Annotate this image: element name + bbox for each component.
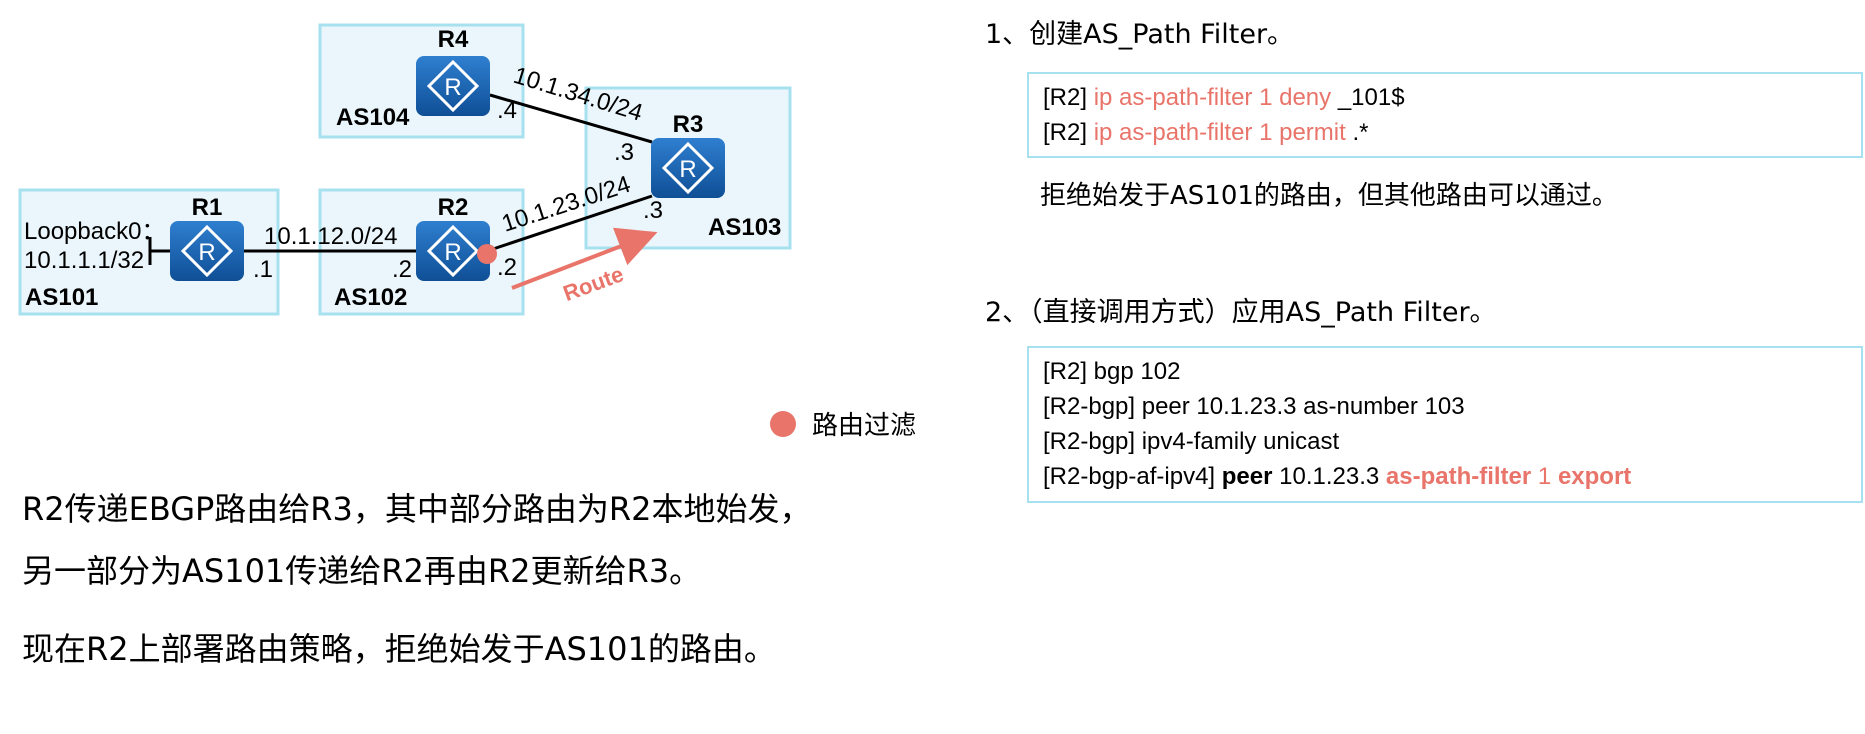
- iface-r3-r4: .3: [614, 139, 634, 166]
- route-filter-dot: [477, 244, 497, 264]
- svg-text:R: R: [444, 74, 461, 101]
- step1-code-line: [R2] ip as-path-filter 1 deny _101$: [1043, 84, 1405, 111]
- as104-label: AS104: [336, 104, 410, 131]
- iface-r3-r2: .3: [643, 197, 663, 224]
- router-r1-icon: R: [170, 221, 244, 281]
- step2-code-line: [R2-bgp] peer 10.1.23.3 as-number 103: [1043, 393, 1465, 420]
- iface-r2-r1: .2: [392, 256, 412, 283]
- route-filter-legend-icon: [770, 410, 796, 437]
- description-line-3: 现在R2上部署路由策略，拒绝始发于AS101的路由。: [22, 630, 776, 668]
- router-r3-icon: R: [651, 138, 725, 198]
- router-r4-icon: R: [416, 56, 490, 116]
- router-r2-icon: R: [416, 221, 490, 281]
- legend-label: 路由过滤: [812, 411, 917, 441]
- step2-code-box: [R2] bgp 102 [R2-bgp] peer 10.1.23.3 as-…: [1027, 346, 1863, 503]
- description-line-2: 另一部分为AS101传递给R2再由R2更新给R3。: [22, 552, 702, 590]
- loopback-name: Loopback0：: [24, 218, 165, 245]
- step1-title: 1、创建AS_Path Filter。: [985, 19, 1295, 50]
- iface-r2-r3: .2: [497, 254, 517, 281]
- route-label: Route: [560, 261, 627, 306]
- step2-title: 2、（直接调用方式）应用AS_Path Filter。: [985, 297, 1497, 328]
- router-r4-label: R4: [438, 26, 469, 53]
- legend: 路由过滤: [770, 405, 916, 442]
- svg-text:R: R: [198, 239, 215, 266]
- svg-text:R: R: [444, 239, 461, 266]
- subnet-r1-r2: 10.1.12.0/24: [264, 223, 397, 250]
- router-r3-label: R3: [673, 111, 704, 138]
- step2-code-line: [R2] bgp 102: [1043, 358, 1181, 385]
- iface-r1-r2: .1: [253, 256, 273, 283]
- as103-label: AS103: [708, 214, 781, 241]
- network-topology-diagram: Route R R R R R1 R2 R3 R4 AS101 AS102 AS…: [18, 23, 792, 316]
- step1-code-line: [R2] ip as-path-filter 1 permit .*: [1043, 119, 1369, 146]
- router-r2-label: R2: [438, 194, 469, 221]
- step2-code-line: [R2-bgp-af-ipv4] peer 10.1.23.3 as-path-…: [1043, 463, 1632, 490]
- loopback-address: 10.1.1.1/32: [24, 247, 144, 274]
- router-r1-label: R1: [192, 194, 223, 221]
- iface-r4-r3: .4: [497, 97, 517, 124]
- step1-code-box: [R2] ip as-path-filter 1 deny _101$ [R2]…: [1027, 72, 1863, 158]
- subnet-r3-r4: 10.1.34.0/24: [510, 62, 646, 127]
- link-r3-r4: [489, 93, 653, 144]
- link-r2-r3: [489, 194, 653, 252]
- as101-label: AS101: [25, 284, 98, 311]
- route-arrow: [511, 227, 658, 290]
- as102-label: AS102: [334, 284, 407, 311]
- description-line-1: R2传递EBGP路由给R3，其中部分路由为R2本地始发，: [22, 490, 812, 528]
- svg-text:R: R: [679, 156, 696, 183]
- step2-code-line: [R2-bgp] ipv4-family unicast: [1043, 428, 1340, 455]
- step1-note: 拒绝始发于AS101的路由，但其他路由可以通过。: [1040, 181, 1618, 211]
